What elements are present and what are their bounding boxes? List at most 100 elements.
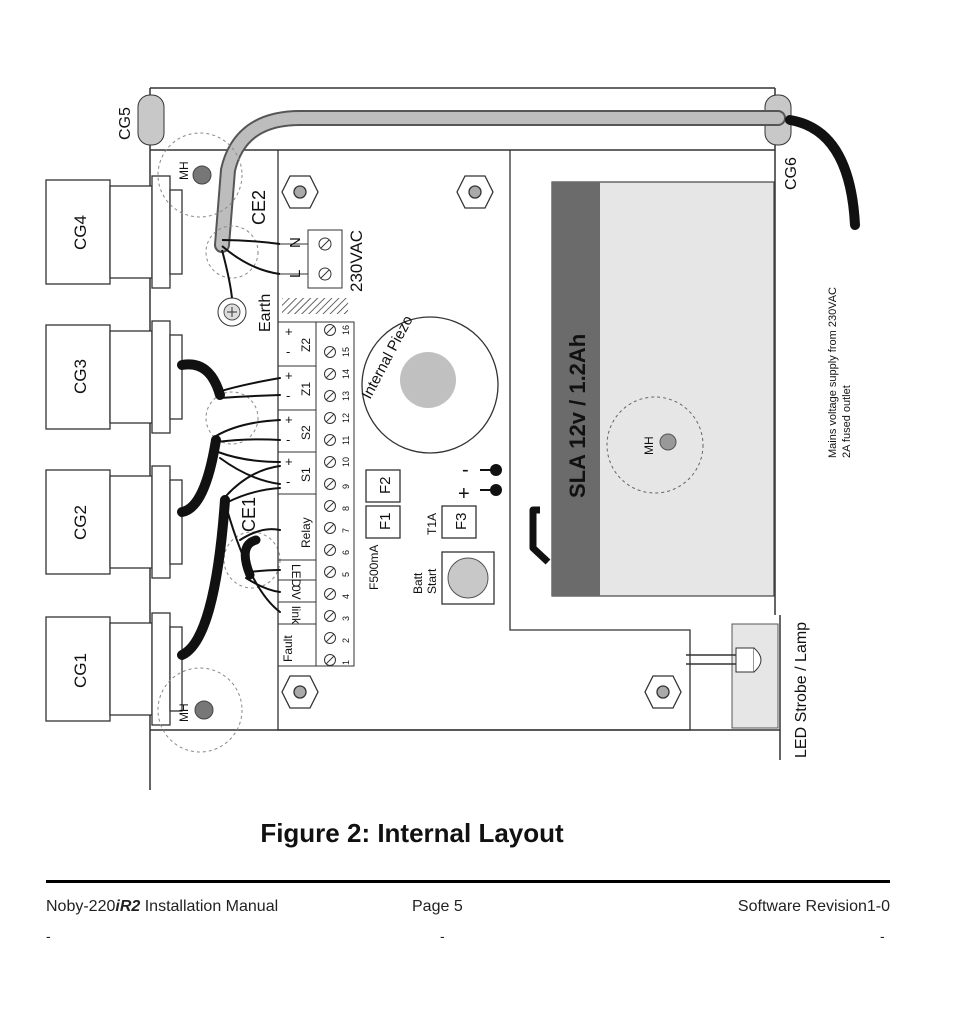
terminal-number: 16: [341, 325, 351, 335]
terminal-number: 6: [341, 550, 351, 555]
terminal-number: 9: [341, 484, 351, 489]
cg2-label: CG2: [71, 505, 90, 540]
footer-page: Page 5: [412, 898, 463, 915]
svg-text:-: -: [286, 474, 290, 489]
terminal-screw-slot: [325, 435, 335, 445]
terminal-screw-slot: [325, 633, 335, 643]
start-label: Start: [425, 568, 439, 594]
lbl-0v: 0V: [289, 585, 303, 600]
f3-label: F3: [453, 512, 470, 530]
terminal-screw-slot: [325, 479, 335, 489]
terminal-number: 5: [341, 572, 351, 577]
function-labels: [277, 321, 317, 667]
svg-text:-: -: [286, 344, 290, 359]
battery-plus: +: [458, 483, 470, 505]
svg-text:+: +: [285, 324, 293, 339]
mains-wires: [221, 239, 281, 299]
terminal-number: 15: [341, 347, 351, 357]
mains-note-line2: 2A fused outlet: [841, 385, 853, 458]
field-wiring: [177, 359, 281, 660]
external-cable: [785, 115, 860, 230]
cg5-label: CG5: [117, 107, 134, 140]
earth-stud: [217, 297, 247, 327]
cg1-label: CG1: [71, 653, 90, 688]
terminal-screw-slot: [325, 611, 335, 621]
svg-text:+: +: [285, 454, 293, 469]
terminal-number: 1: [341, 660, 351, 665]
lbl-fault: Fault: [281, 635, 295, 662]
svg-text:+: +: [285, 368, 293, 383]
mh-label-top: MH: [177, 161, 191, 180]
terminal-screw-slot: [325, 545, 335, 555]
terminal-screw-slot: [325, 589, 335, 599]
terminal-number: 14: [341, 369, 351, 379]
earth-label: Earth: [257, 294, 274, 332]
mains-terminal: [280, 229, 348, 314]
ce2-label: CE2: [249, 190, 269, 225]
lbl-z1: Z1: [299, 382, 313, 396]
terminal-number: 2: [341, 638, 351, 643]
terminal-number: 12: [341, 413, 351, 423]
terminal-screw-slot: [325, 457, 335, 467]
gland-cg1: [45, 612, 183, 726]
svg-text:-: -: [286, 388, 290, 403]
lbl-led: LED: [289, 564, 303, 588]
terminal-screw-slot: [325, 391, 335, 401]
terminal-screw-slot: [325, 347, 335, 357]
battery-leads: [480, 464, 502, 496]
terminal-number: 4: [341, 594, 351, 599]
figure-caption: Figure 2: Internal Layout: [260, 818, 564, 848]
lbl-link: link: [289, 606, 303, 625]
mh-label-battery: MH: [642, 436, 656, 455]
terminal-screw-slot: [325, 523, 335, 533]
mh-label-bottom: MH: [177, 703, 191, 722]
n-label: N: [287, 237, 304, 248]
terminal-screw-slot: [325, 369, 335, 379]
lbl-z2: Z2: [299, 338, 313, 352]
f2-label: F2: [377, 476, 394, 494]
svg-text:+: +: [285, 412, 293, 427]
mains-note-line1: Mains voltage supply from 230VAC: [827, 287, 839, 458]
vac-label: 230VAC: [347, 230, 366, 292]
cg4-label: CG4: [71, 215, 90, 250]
internal-layout-diagram: SLA 12v / 1.2Ah MH: [45, 87, 860, 790]
fuses: [365, 469, 477, 539]
lbl-s1: S1: [299, 467, 313, 482]
terminal-screw-slot: [325, 413, 335, 423]
gland-cg2: [45, 465, 183, 579]
cg6-label: CG6: [783, 157, 800, 190]
terminal-number: 11: [341, 436, 351, 445]
terminal-number: 3: [341, 616, 351, 621]
lbl-s2: S2: [299, 425, 313, 440]
footer-dash-right: -: [880, 928, 885, 944]
led-strobe: [686, 623, 779, 729]
terminal-screw-slot: [325, 325, 335, 335]
polarity-marks: + - + - + - + -: [285, 324, 293, 489]
ce1-label: CE1: [239, 497, 259, 532]
piezo: [361, 316, 499, 454]
svg-text:-: -: [286, 432, 290, 447]
footer-right: Software Revision1-0: [737, 898, 890, 915]
f1-label: F1: [377, 512, 394, 530]
cg3-label: CG3: [71, 359, 90, 394]
battery: SLA 12v / 1.2Ah MH: [529, 181, 775, 597]
lbl-relay: Relay: [299, 517, 313, 548]
l-label: L: [287, 270, 304, 278]
gland-cg5: [137, 94, 165, 146]
t1a-label: T1A: [425, 513, 439, 535]
terminal-screw-slot: [325, 567, 335, 577]
hex-nuts: [281, 175, 682, 709]
terminal-number: 13: [341, 391, 351, 401]
battery-label: SLA 12v / 1.2Ah: [565, 334, 590, 498]
footer-dash-left: -: [46, 928, 51, 944]
terminal-number: 7: [341, 528, 351, 533]
footer-left: Noby-220iR2 Installation Manual: [46, 898, 279, 915]
gland-cg4: [45, 175, 183, 289]
cable-glands: [45, 175, 183, 726]
terminal-number: 10: [341, 457, 351, 467]
led-strobe-label: LED Strobe / Lamp: [793, 622, 810, 758]
mounting-holes: [157, 132, 243, 753]
batt-label: Batt: [411, 572, 425, 594]
battery-minus: -: [462, 459, 469, 481]
